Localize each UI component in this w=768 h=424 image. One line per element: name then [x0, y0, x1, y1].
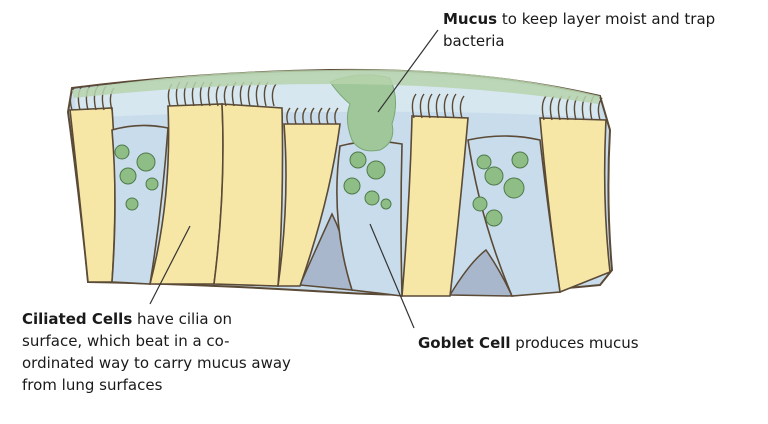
ciliated-cell — [539, 117, 611, 294]
ciliated-cell — [213, 103, 284, 287]
goblet-label-title: Goblet Cell — [418, 334, 511, 352]
ciliated-cells — [69, 103, 611, 297]
ciliated-label-text: have cilia on surface, which beat in a c… — [22, 310, 291, 394]
goblet-leader — [369, 223, 415, 329]
ciliated-cell — [277, 123, 341, 287]
mucus-label-text: to keep layer moist and trap bacteria — [443, 10, 716, 50]
ciliated-cell — [69, 107, 116, 283]
goblet-cell-label: Goblet Cell produces mucus — [418, 332, 758, 354]
goblet-label-text: produces mucus — [510, 334, 639, 352]
mucus-label-title: Mucus — [443, 10, 498, 28]
mucus-layer — [72, 69, 600, 104]
mucus-granules — [114, 144, 529, 227]
ciliated-label-title: Ciliated Cells — [22, 310, 133, 328]
ciliated-leader — [149, 225, 191, 305]
mucus-label: Mucus to keep layer moist and trap bacte… — [443, 8, 763, 52]
ciliated-cells-label: Ciliated Cells have cilia on surface, wh… — [22, 308, 292, 396]
ciliated-cell — [401, 115, 469, 297]
mucus-leader — [377, 29, 439, 113]
